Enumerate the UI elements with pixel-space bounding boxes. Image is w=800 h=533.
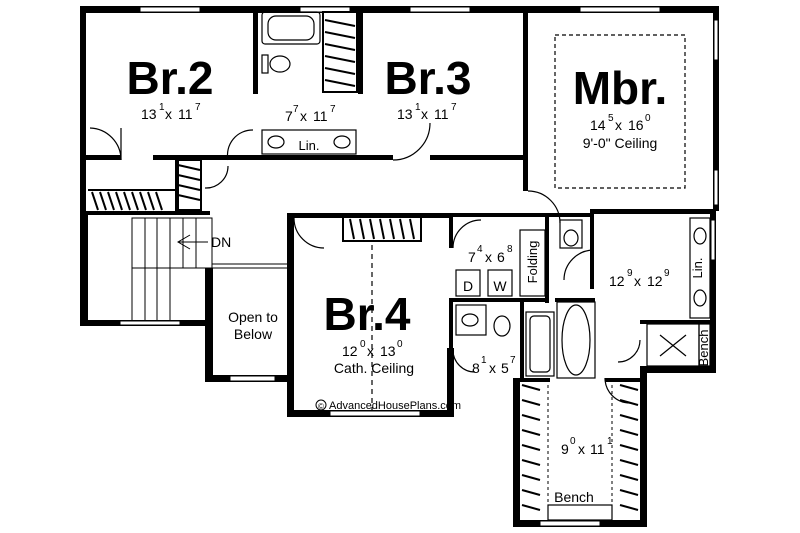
interior-walls: [86, 6, 715, 382]
svg-text:x: x: [485, 249, 492, 265]
mbath-width-frac: 9: [627, 268, 633, 279]
watermark-text: AdvancedHousePlans.com: [329, 400, 461, 412]
bath2-width: 8: [472, 360, 480, 376]
mbr-width-frac: 5: [608, 113, 614, 124]
room-br3: Br.3 13 1 x 11 7: [385, 52, 472, 122]
room-mbr: Mbr. 14 5 x 16 0 9'-0" Ceiling: [573, 62, 668, 151]
down-label: DN: [211, 234, 231, 250]
wic-width-frac: 0: [570, 436, 576, 447]
br2-width-frac: 1: [159, 102, 165, 113]
mbr-ceiling-note: 9'-0" Ceiling: [583, 135, 658, 151]
br4-ceiling-note: Cath. Ceiling: [334, 360, 414, 376]
bath1-width: 7: [285, 108, 293, 124]
mbr-height: 16: [628, 117, 644, 133]
mbath-height: 12: [647, 273, 663, 289]
room-bath1: 7 7 x 11 7 Lin.: [285, 104, 336, 153]
wic-width: 9: [561, 441, 569, 457]
fixtures: [89, 11, 711, 521]
mbath-width: 12: [609, 273, 625, 289]
mbr-width: 14: [590, 117, 606, 133]
windows: [119, 6, 719, 527]
mbr-height-frac: 0: [645, 113, 651, 124]
room-bath2: 8 1 x 5 7: [472, 355, 516, 376]
laundry-height: 6: [497, 249, 505, 265]
open-to-below-line1: Open to: [228, 309, 278, 325]
br2-width: 13: [141, 106, 157, 122]
room-name-br3: Br.3: [385, 52, 472, 104]
svg-text:x: x: [578, 441, 585, 457]
br4-height: 13: [380, 343, 396, 359]
mbath-height-frac: 9: [664, 268, 670, 279]
svg-text:x: x: [421, 106, 428, 122]
laundry-width-frac: 4: [477, 244, 483, 255]
room-br4: Br.4 12 0 x 13 0 Cath. Ceiling: [324, 288, 415, 376]
br4-height-frac: 0: [397, 339, 403, 350]
br2-height: 11: [178, 106, 193, 122]
bath1-height-frac: 7: [330, 104, 336, 115]
bath1-height: 11: [313, 108, 328, 124]
room-name-mbr: Mbr.: [573, 62, 668, 114]
laundry-height-frac: 8: [507, 244, 513, 255]
watermark: © AdvancedHousePlans.com: [315, 399, 461, 412]
svg-text:x: x: [489, 360, 496, 376]
wic-height-frac: 1: [607, 436, 613, 447]
room-br2: Br.2 13 1 x 11 7: [127, 52, 214, 122]
room-name-br4: Br.4: [324, 288, 411, 340]
linen-label-2: Lin.: [690, 258, 705, 279]
svg-text:x: x: [300, 108, 307, 124]
room-laundry: 7 4 x 6 8 D W Folding: [463, 241, 540, 294]
bench-label-horizontal: Bench: [554, 489, 594, 505]
br2-x: x: [165, 106, 172, 122]
bath2-width-frac: 1: [481, 355, 487, 366]
svg-text:x: x: [367, 343, 374, 359]
copyright-symbol: ©: [318, 402, 324, 411]
br3-width-frac: 1: [415, 102, 421, 113]
br3-height-frac: 7: [451, 102, 457, 113]
open-to-below-line2: Below: [234, 326, 273, 342]
svg-text:x: x: [634, 273, 641, 289]
laundry-width: 7: [468, 249, 476, 265]
br3-height: 11: [434, 106, 449, 122]
br2-height-frac: 7: [195, 102, 201, 113]
bath2-height-frac: 7: [510, 355, 516, 366]
bath1-width-frac: 7: [293, 104, 299, 115]
room-wic: 9 0 x 11 1 Bench: [554, 436, 613, 505]
linen-label-1: Lin.: [299, 138, 320, 153]
washer-label: W: [493, 278, 507, 294]
svg-text:x: x: [615, 117, 622, 133]
stairs: [131, 217, 287, 322]
br3-width: 13: [397, 106, 413, 122]
wic-height: 11: [590, 441, 605, 457]
br4-width: 12: [342, 343, 358, 359]
room-master-bath: 12 9 x 12 9 Lin. Bench: [609, 258, 711, 367]
bath2-height: 5: [501, 360, 509, 376]
stair-labels: DN Open to Below: [211, 234, 278, 342]
br4-width-frac: 0: [360, 339, 366, 350]
bench-label-vertical: Bench: [696, 330, 711, 367]
folding-label: Folding: [525, 241, 540, 284]
room-name-br2: Br.2: [127, 52, 214, 104]
closet-hangers: [88, 11, 639, 511]
dryer-label: D: [463, 278, 473, 294]
